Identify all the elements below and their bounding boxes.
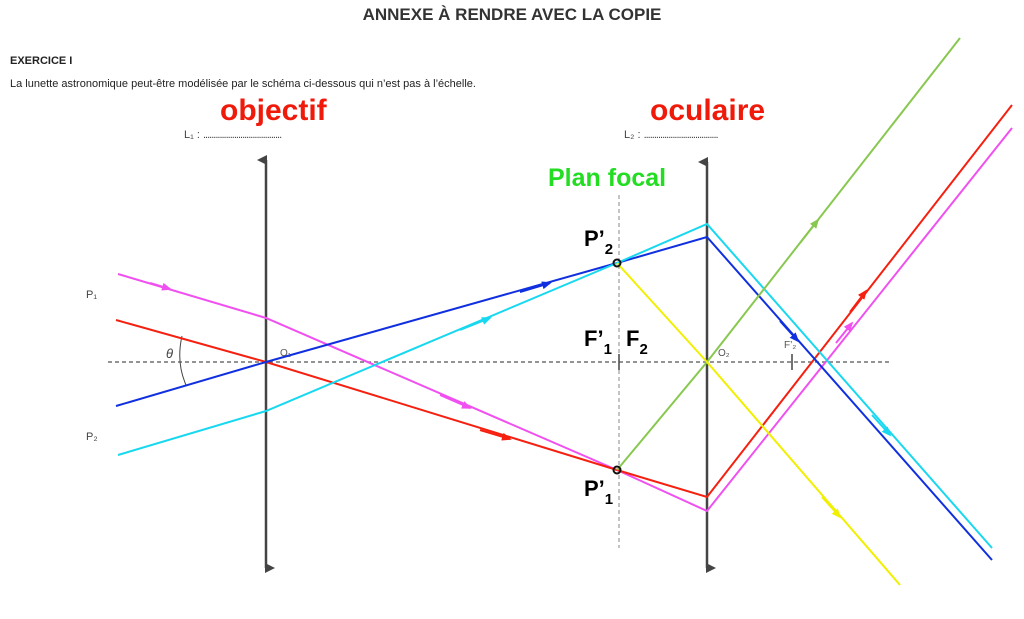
arrow-icon — [871, 414, 892, 437]
arrow-icon — [779, 320, 800, 343]
theta-label: θ — [166, 346, 173, 361]
exercise-description: La lunette astronomique peut-être modéli… — [10, 78, 476, 90]
point-p2-image — [612, 258, 622, 268]
p2-label: P₂ — [86, 431, 98, 443]
f1-image-label: F’1 — [584, 326, 612, 358]
arrow-icon — [799, 218, 820, 244]
l1-answer: objectif — [220, 94, 327, 127]
l2-answer: oculaire — [650, 94, 766, 127]
p1-label: P₁ — [86, 289, 97, 301]
focal-plane-label: Plan focal — [548, 164, 667, 192]
ray-yellow — [616, 262, 901, 586]
arrow-icon — [821, 496, 842, 519]
l1-label: L₁ : ...................................… — [184, 129, 282, 141]
arrow-icon — [149, 282, 172, 291]
point-p1-image — [612, 465, 622, 475]
p2-image-sub: 2 — [605, 241, 613, 258]
o2-label: O₂ — [718, 348, 730, 359]
arrow-icon — [459, 317, 492, 331]
arrow-icon — [519, 281, 552, 293]
arrow-icon — [439, 394, 472, 409]
ray-cyan — [117, 222, 993, 549]
exercise-heading: EXERCICE I — [10, 55, 73, 67]
f2-sub: 2 — [639, 341, 647, 358]
arrow-icon — [849, 289, 868, 313]
f2-label: F2 — [626, 326, 648, 358]
p2-image-label: P’2 — [584, 226, 613, 258]
ray-red — [115, 104, 1013, 499]
ray-green — [616, 37, 961, 471]
o1-label: O₁ — [280, 348, 292, 359]
theta-arc — [179, 335, 187, 386]
p1-image-sub: 1 — [605, 491, 613, 508]
f1-image-sub: 1 — [604, 341, 612, 358]
l2-label: L₂ : ...................................… — [624, 129, 719, 141]
arrow-icon — [479, 429, 512, 441]
arrow-icon — [835, 321, 854, 344]
f2-prime-label: F’₂ — [784, 340, 796, 351]
p1-image-label: P’1 — [584, 476, 613, 508]
page-title: ANNEXE À RENDRE AVEC LA COPIE — [362, 5, 662, 24]
